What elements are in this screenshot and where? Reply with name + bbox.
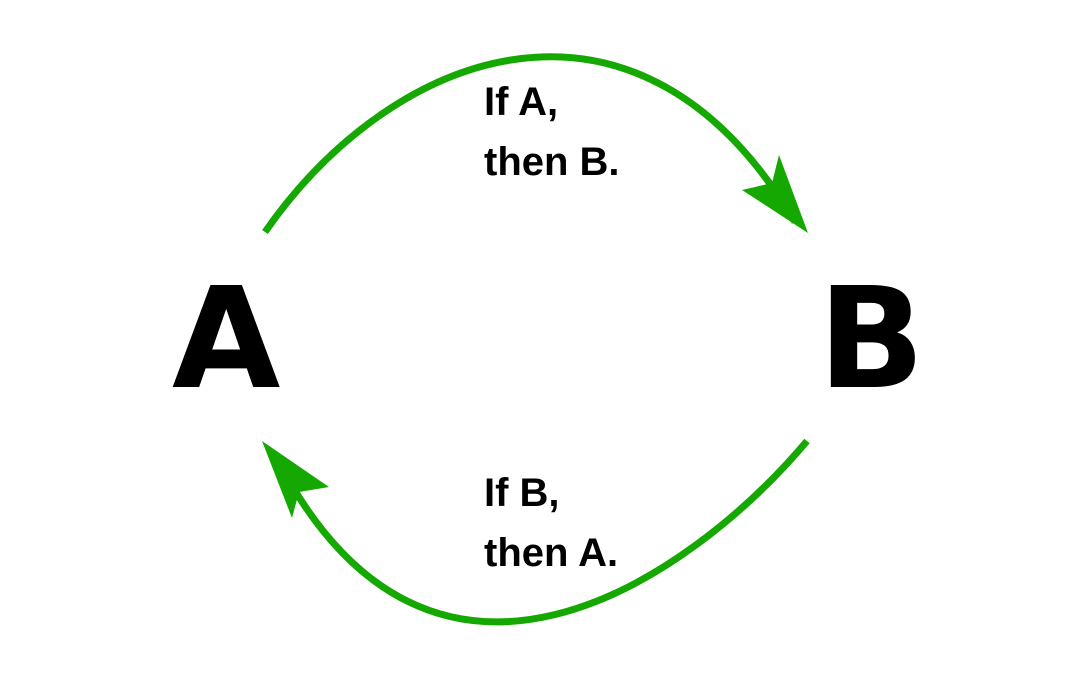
label-top-line1: If A, <box>484 80 559 124</box>
arrowhead-b-to-a <box>262 441 329 518</box>
label-top-line2: then B. <box>484 140 620 184</box>
label-bottom-line2: then A. <box>484 531 619 575</box>
arrow-a-to-b <box>262 53 799 234</box>
arrow-b-to-a <box>271 438 810 626</box>
label-if-a-then-b: If A, then B. <box>484 72 620 192</box>
node-a: A <box>172 258 281 421</box>
label-if-b-then-a: If B, then A. <box>484 463 618 583</box>
label-bottom-line1: If B, <box>484 471 560 515</box>
arrowhead-a-to-b <box>742 155 808 233</box>
node-b: B <box>818 258 925 421</box>
